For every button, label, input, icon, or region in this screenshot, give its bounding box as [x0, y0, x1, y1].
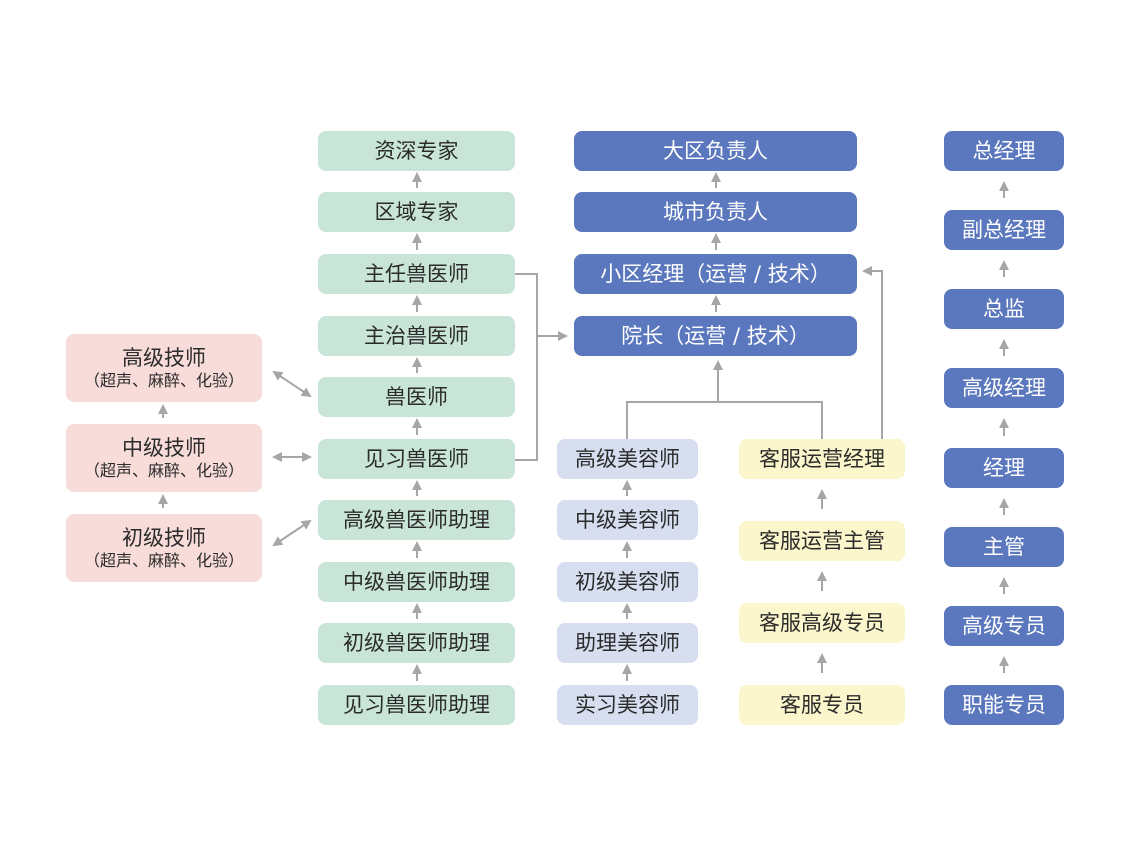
- mgmt-node: 院长（运营 / 技术）: [574, 316, 857, 356]
- mgmt-node: 城市负责人: [574, 192, 857, 232]
- cs-node: 客服运营经理: [739, 439, 905, 479]
- tech-title: 高级技师: [122, 345, 206, 370]
- tech-junior: 初级技师 （超声、麻醉、化验）: [66, 514, 262, 582]
- groomer-node: 助理美容师: [557, 623, 698, 663]
- groomer-node: 高级美容师: [557, 439, 698, 479]
- mgmt-node: 小区经理（运营 / 技术）: [574, 254, 857, 294]
- cs-node: 客服专员: [739, 685, 905, 725]
- func-node: 经理: [944, 448, 1064, 488]
- tech-sub: （超声、麻醉、化验）: [83, 550, 244, 570]
- groomer-node: 初级美容师: [557, 562, 698, 602]
- vet-node: 见习兽医师: [318, 439, 515, 479]
- vet-node: 初级兽医师助理: [318, 623, 515, 663]
- bidirectional-arrow: [272, 370, 312, 398]
- tech-title: 初级技师: [122, 525, 206, 550]
- cs-node: 客服高级专员: [739, 603, 905, 643]
- bracket-line: [515, 273, 538, 461]
- vet-node: 主治兽医师: [318, 316, 515, 356]
- groomer-node: 中级美容师: [557, 500, 698, 540]
- func-node: 主管: [944, 527, 1064, 567]
- func-node: 总经理: [944, 131, 1064, 171]
- func-node: 高级专员: [944, 606, 1064, 646]
- func-node: 副总经理: [944, 210, 1064, 250]
- cs-to-area-arrow: [862, 266, 883, 439]
- func-node: 总监: [944, 289, 1064, 329]
- tech-sub: （超声、麻醉、化验）: [83, 460, 244, 480]
- vet-node: 中级兽医师助理: [318, 562, 515, 602]
- vet-node: 见习兽医师助理: [318, 685, 515, 725]
- groomer-node: 实习美容师: [557, 685, 698, 725]
- tech-sub: （超声、麻醉、化验）: [83, 370, 244, 390]
- vet-node: 兽医师: [318, 377, 515, 417]
- mgmt-node: 大区负责人: [574, 131, 857, 171]
- vet-node: 资深专家: [318, 131, 515, 171]
- func-node: 高级经理: [944, 368, 1064, 408]
- cs-node: 客服运营主管: [739, 521, 905, 561]
- vet-node: 区域专家: [318, 192, 515, 232]
- bidirectional-arrow: [272, 519, 312, 547]
- tech-senior: 高级技师 （超声、麻醉、化验）: [66, 334, 262, 402]
- tech-mid: 中级技师 （超声、麻醉、化验）: [66, 424, 262, 492]
- tech-title: 中级技师: [122, 435, 206, 460]
- vet-node: 高级兽医师助理: [318, 500, 515, 540]
- func-node: 职能专员: [944, 685, 1064, 725]
- merge-line: [626, 401, 823, 439]
- vet-node: 主任兽医师: [318, 254, 515, 294]
